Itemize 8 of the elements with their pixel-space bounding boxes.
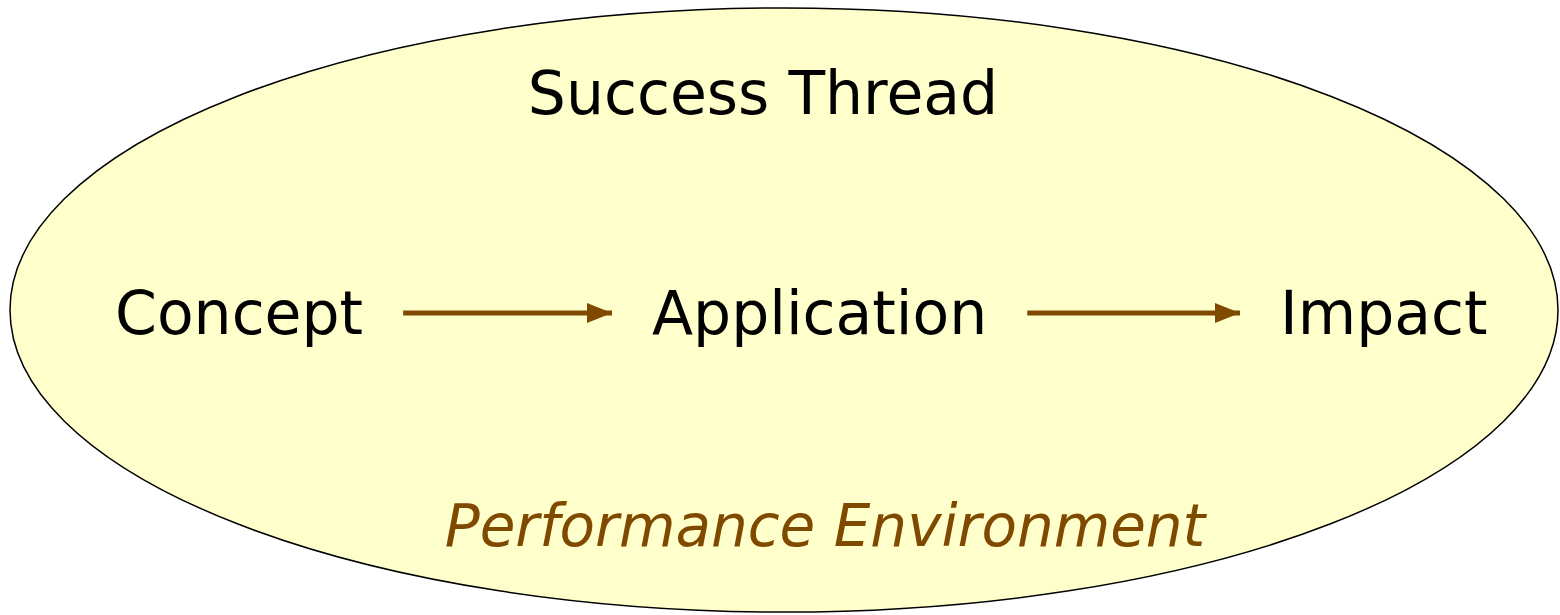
term-label: Application [612,278,1028,348]
arrow [1027,303,1240,323]
term-label: Concept [75,278,404,348]
region-note: Performance Environment [444,492,1206,560]
term-label: Impact [1240,278,1528,348]
ellipse-region [10,8,1558,612]
arrow [403,303,612,323]
region-title: Success Thread [527,58,999,128]
